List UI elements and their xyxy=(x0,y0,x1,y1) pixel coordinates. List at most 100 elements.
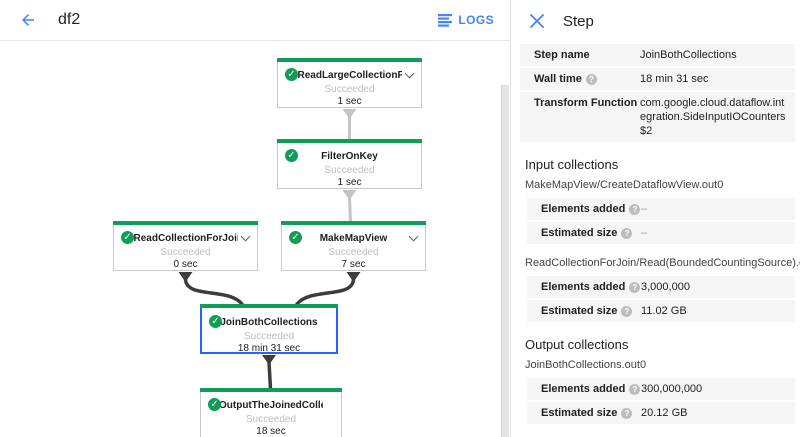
chevron-down-icon[interactable] xyxy=(240,231,251,242)
help-icon[interactable] xyxy=(629,203,641,215)
node-title: OutputTheJoinedCollec... xyxy=(219,400,323,411)
help-icon[interactable] xyxy=(629,281,641,293)
metric-label: Estimated size xyxy=(541,227,618,239)
input-collection-name: ReadCollectionForJoin/Read(BoundedCounti… xyxy=(525,257,800,269)
node-status-bar xyxy=(281,221,426,225)
step-panel-body: Step name JoinBothCollections Wall time … xyxy=(511,42,800,437)
node-time: 7 sec xyxy=(341,259,366,270)
metric-row-elements-added: Elements added – xyxy=(527,198,795,220)
edge-arrowhead xyxy=(262,355,276,365)
back-button[interactable] xyxy=(16,8,40,32)
metric-row-estimated-size: Estimated size – xyxy=(527,222,795,244)
check-circle-icon xyxy=(208,398,221,411)
edge-arrowhead xyxy=(342,109,357,119)
node-title: JoinBothCollections xyxy=(220,317,318,328)
job-title: df2 xyxy=(58,11,81,28)
property-value: 18 min 31 sec xyxy=(640,73,709,85)
chevron-down-icon[interactable] xyxy=(404,68,415,79)
metric-label: Elements added xyxy=(541,203,626,215)
node-status: Succeeded xyxy=(324,165,375,176)
close-panel-button[interactable] xyxy=(527,11,547,31)
output-collections-heading: Output collections xyxy=(525,337,629,352)
metric-row-elements-added: Elements added 300,000,000 xyxy=(527,378,795,400)
node-status: Succeeded xyxy=(328,247,379,258)
graph-node-readlargecollection[interactable]: ReadLargeCollectionFr... Succeeded 1 sec xyxy=(277,58,422,108)
check-circle-icon xyxy=(209,315,222,328)
check-circle-icon xyxy=(285,68,298,81)
step-details-panel: Step Step name JoinBothCollections Wall … xyxy=(511,0,800,437)
node-title: ReadCollectionForJoin xyxy=(133,233,238,244)
property-row-transform-function: Transform Function com.google.cloud.data… xyxy=(520,92,795,142)
metric-value: 3,000,000 xyxy=(641,281,690,293)
logs-button[interactable]: LOGS xyxy=(436,9,496,31)
property-label: Wall time xyxy=(534,73,582,85)
metric-label: Estimated size xyxy=(541,407,618,419)
node-status: Succeeded xyxy=(324,84,375,95)
panel-title: Step xyxy=(563,12,594,30)
node-status-bar xyxy=(113,221,258,225)
job-toolbar: df2 LOGS xyxy=(0,0,510,41)
edge-readcollection-join xyxy=(183,277,244,306)
step-panel-header: Step xyxy=(511,0,800,42)
node-time: 0 sec xyxy=(173,259,198,270)
check-circle-icon xyxy=(121,231,134,244)
node-title: ReadLargeCollectionFr... xyxy=(297,70,402,81)
node-status-bar xyxy=(277,58,422,62)
output-collection-name: JoinBothCollections.out0 xyxy=(525,359,647,371)
property-row-step-name: Step name JoinBothCollections xyxy=(520,44,795,66)
chevron-down-icon[interactable] xyxy=(408,231,419,242)
metric-value: 300,000,000 xyxy=(641,383,703,395)
metric-row-elements-added: Elements added 3,000,000 xyxy=(527,276,795,298)
arrow-back-icon xyxy=(22,14,34,26)
graph-vertical-scrollbar[interactable] xyxy=(501,85,509,437)
metric-label: Elements added xyxy=(541,383,626,395)
node-status: Succeeded xyxy=(245,414,297,425)
collection-metrics: Elements added 300,000,000 Estimated siz… xyxy=(527,378,795,424)
node-status-bar xyxy=(277,139,422,143)
node-time: 1 sec xyxy=(337,96,362,107)
edge-arrowhead xyxy=(346,272,361,282)
pipeline-graph-canvas[interactable]: ReadLargeCollectionFr... Succeeded 1 sec… xyxy=(0,41,510,437)
help-icon[interactable] xyxy=(621,305,633,317)
metric-label: Estimated size xyxy=(541,305,618,317)
node-status-bar xyxy=(200,304,338,308)
graph-node-filteronkey[interactable]: FilterOnKey Succeeded 1 sec xyxy=(277,139,422,189)
property-label: Step name xyxy=(534,49,590,61)
metric-value: 11.02 GB xyxy=(641,305,687,317)
help-icon[interactable] xyxy=(621,227,633,239)
node-status-bar xyxy=(200,388,342,392)
logs-button-label: LOGS xyxy=(458,13,494,27)
input-collection-name: MakeMapView/CreateDataflowView.out0 xyxy=(525,179,724,191)
metric-value: 20.12 GB xyxy=(641,407,688,419)
graph-node-joinbothcollections[interactable]: JoinBothCollections Succeeded 18 min 31 … xyxy=(200,304,338,354)
node-status: Succeeded xyxy=(243,331,295,342)
node-time: 18 sec xyxy=(256,426,286,437)
edge-filteronkey-makemapview xyxy=(348,196,352,223)
node-title: MakeMapView xyxy=(319,233,388,244)
metric-row-estimated-size: Estimated size 11.02 GB xyxy=(527,300,795,322)
help-icon[interactable] xyxy=(629,383,641,395)
node-status: Succeeded xyxy=(160,247,211,258)
panel-divider xyxy=(510,0,511,437)
help-icon[interactable] xyxy=(585,73,597,85)
collection-metrics: Elements added 3,000,000 Estimated size … xyxy=(527,276,795,322)
graph-node-outputthejoined[interactable]: OutputTheJoinedCollec... Succeeded 18 se… xyxy=(200,388,342,437)
collection-metrics: Elements added – Estimated size – xyxy=(527,198,795,244)
graph-node-makemapview[interactable]: MakeMapView Succeeded 7 sec xyxy=(281,221,426,271)
metric-row-estimated-size: Estimated size 20.12 GB xyxy=(527,402,795,424)
logs-list-icon xyxy=(438,13,453,27)
edge-makemapview-join xyxy=(295,277,356,306)
property-row-wall-time: Wall time 18 min 31 sec xyxy=(520,68,795,90)
close-icon xyxy=(530,14,544,28)
metric-value: – xyxy=(641,227,648,239)
edge-join-output xyxy=(267,361,273,390)
property-value: JoinBothCollections xyxy=(640,49,737,61)
edge-arrowhead xyxy=(178,272,193,282)
help-icon[interactable] xyxy=(621,407,633,419)
property-value: com.google.cloud.dataflow.integration.Si… xyxy=(640,97,786,137)
node-time: 18 min 31 sec xyxy=(237,343,301,354)
edge-arrowhead xyxy=(342,190,357,200)
check-circle-icon xyxy=(285,149,298,162)
graph-node-readcollectionforjoin[interactable]: ReadCollectionForJoin Succeeded 0 sec xyxy=(113,221,258,271)
